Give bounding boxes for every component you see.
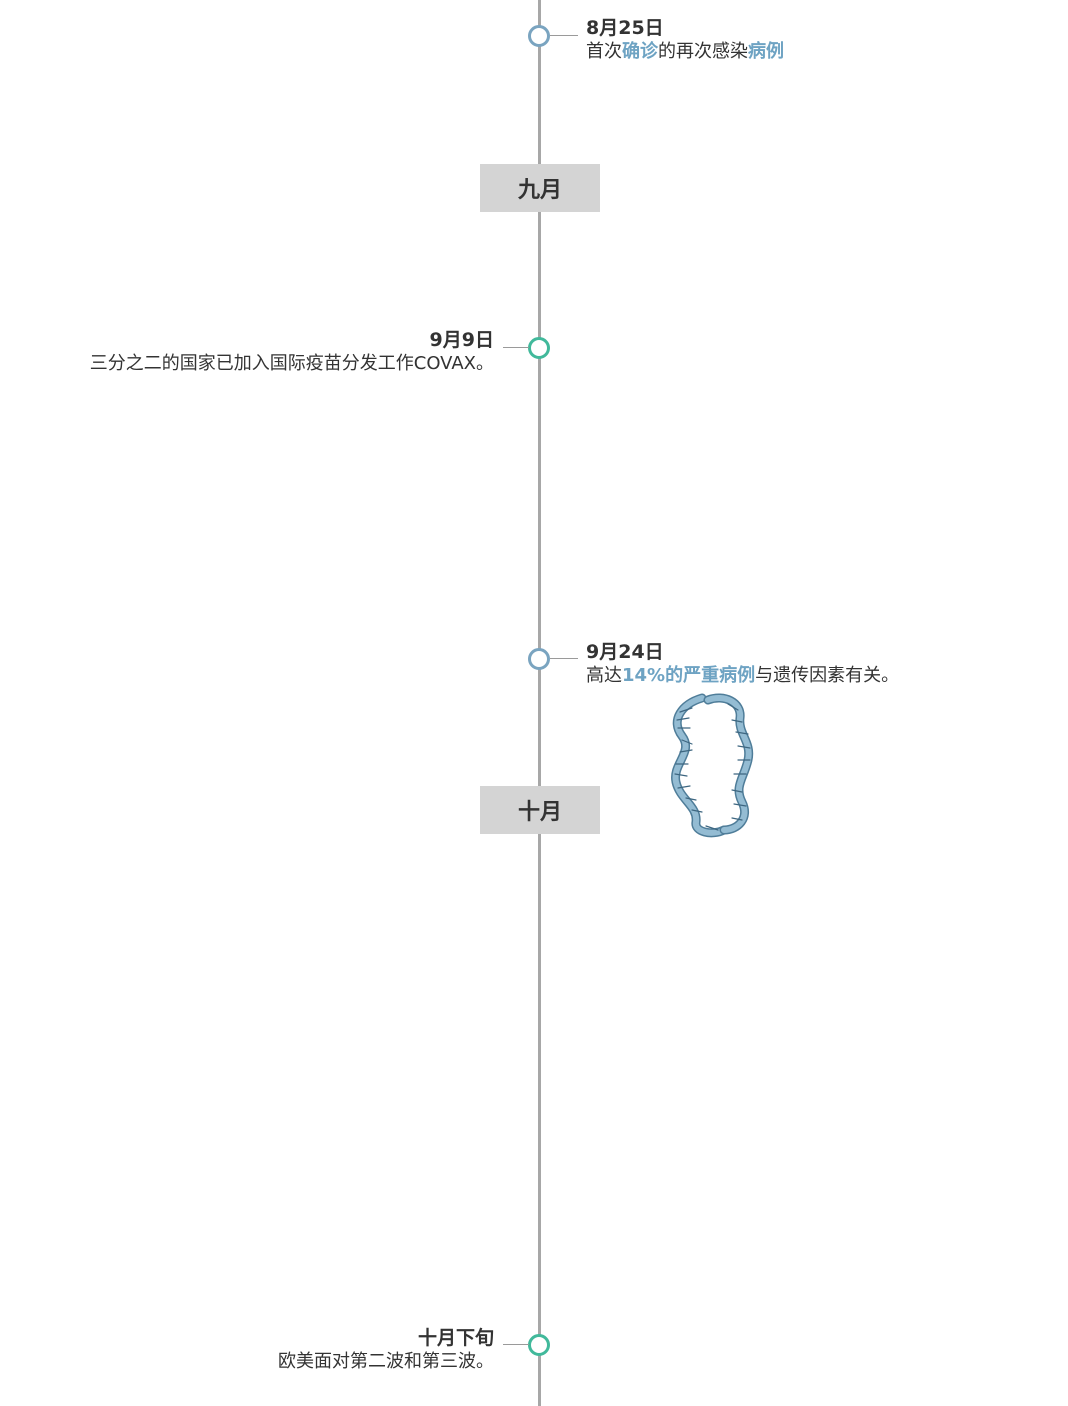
timeline-axis bbox=[538, 0, 541, 1406]
event-description: 欧美面对第二波和第三波。 bbox=[278, 1351, 494, 1372]
event-date: 9月24日 bbox=[586, 641, 664, 663]
event-date: 8月25日 bbox=[586, 17, 664, 39]
text-segment: 首次 bbox=[586, 41, 622, 62]
event-description: 首次确诊的再次感染病例 bbox=[586, 40, 784, 64]
connector-sep24 bbox=[550, 658, 578, 659]
event-sep9: 9月9日 三分之二的国家已加入国际疫苗分发工作COVAX。 bbox=[90, 328, 494, 376]
timeline-dot-lateoct[interactable] bbox=[528, 1334, 550, 1356]
text-segment: 的再次感染 bbox=[658, 41, 748, 62]
text-segment: 与遗传因素有关。 bbox=[755, 665, 900, 686]
connector-aug25 bbox=[550, 35, 578, 36]
dna-helix-icon bbox=[671, 693, 754, 838]
event-description: 三分之二的国家已加入国际疫苗分发工作COVAX。 bbox=[89, 353, 494, 374]
event-aug25: 8月25日 首次确诊的再次感染病例 bbox=[586, 16, 784, 64]
text-segment: 高达 bbox=[586, 665, 622, 686]
month-label-october: 十月 bbox=[480, 786, 600, 834]
highlight-link[interactable]: 14%的严重病例 bbox=[622, 665, 756, 686]
event-date: 十月下旬 bbox=[417, 1327, 494, 1349]
timeline-dot-sep9[interactable] bbox=[528, 337, 550, 359]
highlight-link[interactable]: 确诊 bbox=[622, 41, 658, 62]
connector-lateoct bbox=[503, 1344, 529, 1345]
event-sep24: 9月24日 高达14%的严重病例与遗传因素有关。 bbox=[586, 640, 899, 688]
event-date: 9月9日 bbox=[429, 329, 494, 351]
event-lateoct: 十月下旬 欧美面对第二波和第三波。 bbox=[278, 1326, 494, 1374]
month-label-september: 九月 bbox=[480, 164, 600, 212]
connector-sep9 bbox=[503, 347, 529, 348]
timeline-dot-aug25[interactable] bbox=[528, 25, 550, 47]
highlight-link[interactable]: 病例 bbox=[748, 41, 784, 62]
event-description: 高达14%的严重病例与遗传因素有关。 bbox=[586, 664, 899, 688]
timeline-dot-sep24[interactable] bbox=[528, 648, 550, 670]
